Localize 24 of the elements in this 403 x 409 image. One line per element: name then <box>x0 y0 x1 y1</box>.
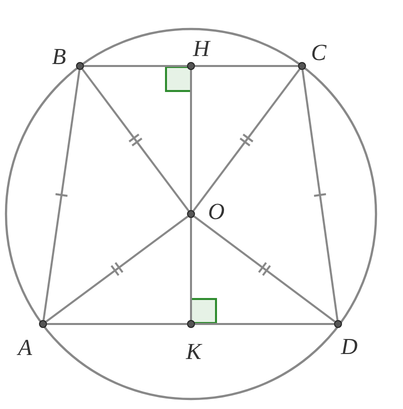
line-segment <box>302 70 338 320</box>
point <box>187 320 195 328</box>
point <box>76 62 84 70</box>
point-label: K <box>186 340 202 363</box>
line-segment <box>47 323 187 325</box>
point-label: C <box>311 41 326 64</box>
point-label: B <box>52 45 66 68</box>
point-label: D <box>341 335 358 358</box>
point <box>298 62 306 70</box>
point-label: O <box>208 200 225 223</box>
line-segment <box>46 216 188 322</box>
line-segment <box>195 323 334 325</box>
point <box>334 320 342 328</box>
point <box>39 320 47 328</box>
line-segment <box>42 70 80 320</box>
line-segment <box>84 65 187 67</box>
line-segment <box>190 70 192 210</box>
line-segment <box>195 65 298 67</box>
point-label: A <box>18 336 32 359</box>
point-label: H <box>193 37 210 60</box>
line-segment <box>82 68 190 212</box>
point <box>187 62 195 70</box>
line-segment <box>194 216 336 322</box>
line-segment <box>192 68 300 212</box>
